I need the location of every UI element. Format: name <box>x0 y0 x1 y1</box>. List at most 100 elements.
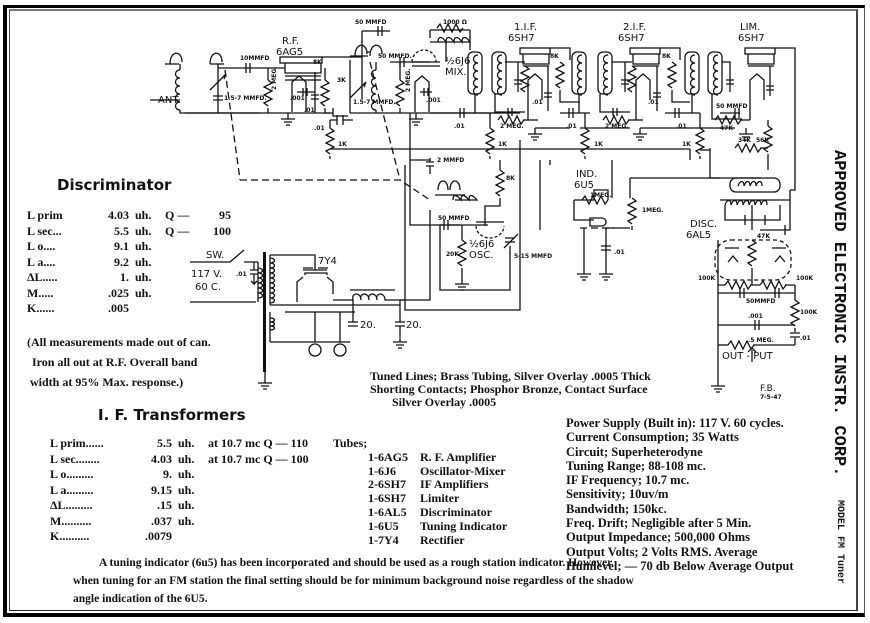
discriminator-name: L prim <box>27 208 63 222</box>
c50mmfd-b-label: 50 MMFD. <box>378 53 412 60</box>
spec-line: Power Supply (Built in): 117 V. 60 cycle… <box>566 416 784 430</box>
tube-function: Rectifier <box>420 532 465 547</box>
lim-r34k-label: 34K <box>738 137 751 144</box>
if-name: M.......... <box>50 513 92 528</box>
lim-r47k-label: 47K <box>720 125 733 132</box>
discriminator-value: .005 <box>108 301 129 315</box>
if-transformers-title: I. F. Transformers <box>98 406 246 424</box>
discriminator-unit <box>135 301 165 317</box>
if2-r1k-label: 1K <box>682 141 691 148</box>
if1-r2meg-label: 2 MEG. <box>500 123 524 130</box>
if-transformer-row: K...........0079 <box>50 529 368 545</box>
if-unit: uh. <box>178 451 195 466</box>
if2-r8k-label: 8K <box>662 53 671 60</box>
tube-function: Limiter <box>420 491 460 506</box>
tube-row: 1-6SH7 Limiter <box>368 491 507 506</box>
tube-function: R. F. Amplifier <box>420 449 497 464</box>
disc-r100k-a-label: 100K <box>698 275 716 282</box>
if-name: ΔL......... <box>50 498 93 512</box>
company-name: APPROVED ELECTRONIC INSTR. CORP. <box>829 150 848 477</box>
rf-tube-label-1: R.F. <box>282 36 299 47</box>
discriminator-row: ΔL..... 1. uh. <box>27 270 231 286</box>
discriminator-unit: uh. <box>135 208 152 222</box>
tube-type: 1-6J6 <box>368 463 396 478</box>
discriminator-value: 9.1 <box>114 239 129 253</box>
discriminator-note: (All measurements made out of can. Iron … <box>27 332 211 392</box>
if-value: .037 <box>151 513 172 528</box>
spec-line: Output Volts; 2 Volts RMS. Average <box>566 544 758 559</box>
c001a-label: .001 <box>290 95 305 102</box>
tube-type: 2-6SH7 <box>368 477 407 492</box>
gang-tuning-link <box>224 61 431 201</box>
if2-tube-label-1: 2.I.F. <box>623 22 646 33</box>
r8k-b-label: 8K <box>506 175 515 182</box>
r8k-a-label: 8K <box>313 59 322 66</box>
c01a-label: .01 <box>304 107 315 114</box>
osc-tube-label-1: ½6J6 <box>469 238 494 250</box>
if-name: L sec........ <box>50 451 100 466</box>
if2-c01-label: .01 <box>648 99 659 106</box>
filter-cap-2-label: 20. <box>406 320 422 331</box>
disc-r47k-label: 47K <box>757 233 770 240</box>
tube-type: 1-6SH7 <box>368 491 407 506</box>
c15-7b-label: 1.5-7 MMFD. <box>353 99 396 106</box>
if-value: 9.15 <box>151 482 172 497</box>
disc-tube-label-2: 6AL5 <box>686 230 711 241</box>
discriminator-q <box>201 286 231 302</box>
mix-tube-label-2: MIX. <box>445 67 467 78</box>
page-border-outer <box>3 5 865 617</box>
if1-r1k-label: 1K <box>594 141 603 148</box>
c2mmfd-label: 2 MMFD <box>437 157 464 164</box>
ind-tube-label-1: IND. <box>576 169 597 180</box>
disc-tube-label-1: DISC. <box>690 219 717 230</box>
oscillator-section <box>404 113 521 311</box>
power-supply <box>190 210 431 390</box>
r1meg-b-label: 1MEG. <box>642 207 663 214</box>
c10mmfd-label: 10MMFD <box>240 55 269 62</box>
if-value: 9. <box>163 467 172 481</box>
discriminator-q: 100 <box>213 223 231 238</box>
spec-line: Freq. Drift; Negligible after 5 Min. <box>566 516 752 531</box>
spec-line: Tuning Range; 88-108 mc. <box>566 458 706 473</box>
tubes-title: Tubes; <box>333 436 368 450</box>
if-name: L o......... <box>50 467 94 481</box>
note-line: width at 95% Max. response.) <box>30 375 184 389</box>
if-value: .15 <box>157 498 172 512</box>
r20k-label: 20K <box>446 251 459 258</box>
antenna-coil <box>150 52 260 114</box>
discriminator-name: ΔL..... <box>27 270 61 284</box>
if-name: L prim...... <box>50 436 104 450</box>
r3k-label: 3K <box>337 77 346 84</box>
discriminator-unit: uh. <box>135 270 152 284</box>
if-unit: uh. <box>178 482 195 497</box>
discriminator-extra <box>165 239 201 255</box>
c001b-label: .001 <box>426 97 441 104</box>
if-unit: uh. <box>178 498 195 512</box>
paragraph-line: angle indication of the 6U5. <box>73 593 208 605</box>
disc-r100k-b-label: 100K <box>796 275 814 282</box>
osc-tube-label-2: OSC. <box>469 250 493 261</box>
if-unit: uh. <box>178 513 195 528</box>
if2-c01b-label: .01 <box>676 123 687 130</box>
spec-line: Current Consumption; 35 Watts <box>566 430 739 445</box>
lim-r56k-label: 56K <box>756 137 769 144</box>
spec-line: Bandwidth; 150kc. <box>566 501 667 516</box>
discriminator-name: L sec... <box>27 223 65 238</box>
r1k-a-label: 1K <box>338 141 347 148</box>
mixer-tube <box>408 23 500 126</box>
tube-function: Tuning Indicator <box>420 518 508 533</box>
disc-r5meg-label: .5 MEG. <box>748 337 774 344</box>
discriminator-value: 1. <box>120 270 129 284</box>
filter-cap-1-label: 20. <box>360 320 376 331</box>
lim-tube-label-2: 6SH7 <box>738 33 765 44</box>
discriminator-name: M..... <box>27 285 57 300</box>
discriminator-q <box>201 270 231 286</box>
discriminator-extra <box>165 286 201 302</box>
draftsman-initials: F.B. <box>760 384 776 394</box>
